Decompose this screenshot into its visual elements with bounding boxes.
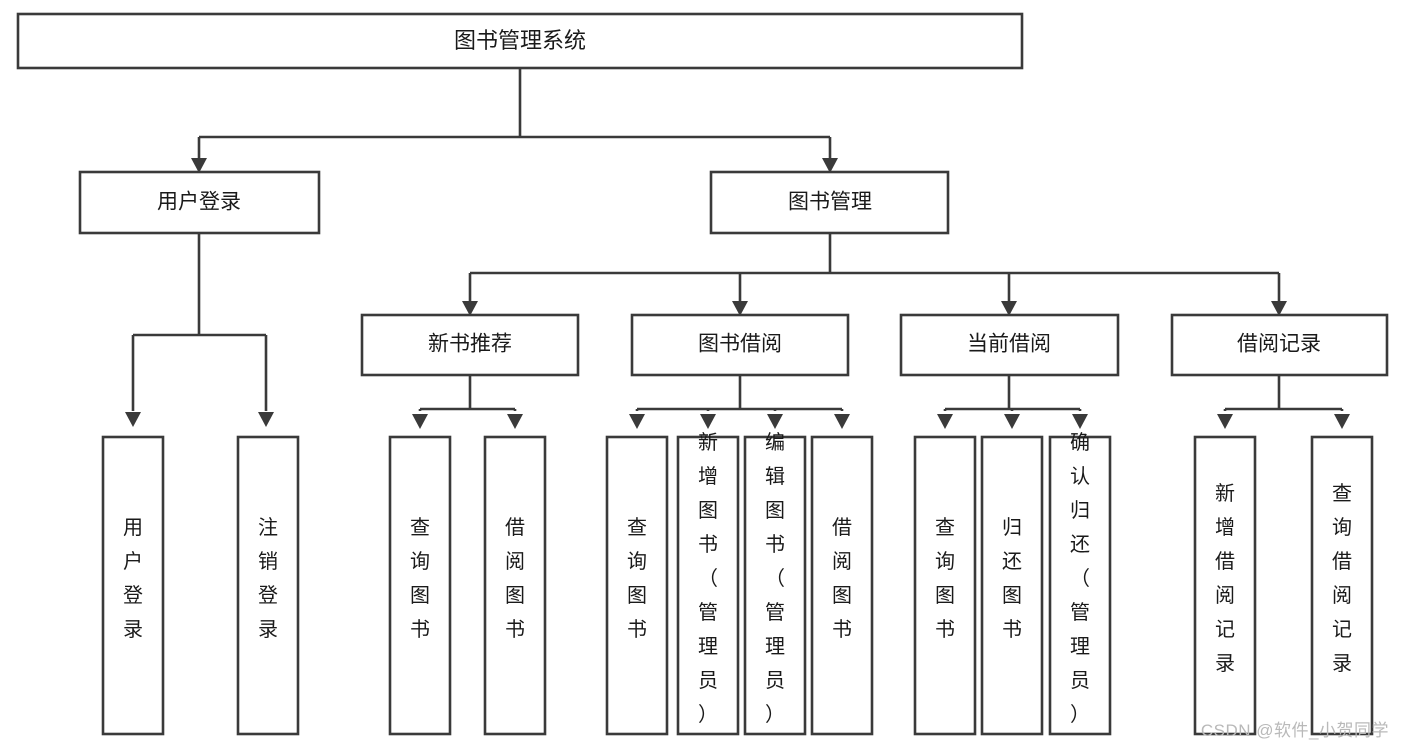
node-new-book-recommend-label: 新书推荐 [428,333,512,356]
leaf-book-borrow-4[interactable]: 借阅图书 [810,435,874,736]
node-borrow-record[interactable]: 借阅记录 [1170,313,1389,377]
leaf-borrow-record-2-label: 查询借阅记录 [1332,482,1352,675]
arrow-g3-4 [834,414,850,429]
leaf-borrow-record-2-box[interactable] [1310,435,1374,736]
arrow-g3-3 [767,414,783,429]
leaf-book-borrow-1-box[interactable] [605,435,669,736]
node-user-login-label: 用户登录 [157,191,241,214]
leaf-book-borrow-3[interactable]: 编辑图书（管理员） [743,431,807,736]
node-book-manage[interactable]: 图书管理 [709,170,950,235]
node-user-login[interactable]: 用户登录 [78,170,321,235]
leaf-current-borrow-2-box[interactable] [980,435,1044,736]
arrow-g2-1 [412,414,428,429]
arrow-g3-1 [629,414,645,429]
leaf-current-borrow-2-label: 归还图书 [1002,516,1022,641]
leaf-current-borrow-3[interactable]: 确认归还（管理员） [1048,431,1112,736]
leaf-current-borrow-3-box[interactable] [1048,435,1112,736]
node-root-box[interactable] [16,12,1024,70]
arrow-leaf-1 [125,412,141,427]
leaf-borrow-record-2[interactable]: 查询借阅记录 [1310,435,1374,736]
node-borrow-record-box[interactable] [1170,313,1389,377]
edge-layer [125,68,1350,429]
node-root-label: 图书管理系统 [454,28,586,53]
leaf-book-borrow-1-label: 查询图书 [627,516,647,641]
arrow-g5-2 [1334,414,1350,429]
leaf-current-borrow-2[interactable]: 归还图书 [980,435,1044,736]
leaf-book-borrow-2[interactable]: 新增图书（管理员） [676,431,740,736]
arrow-g4-2 [1004,414,1020,429]
leaf-current-borrow-1[interactable]: 查询图书 [913,435,977,736]
arrow-g5-1 [1217,414,1233,429]
leaf-user-login-2[interactable]: 注销登录 [236,435,300,736]
leaf-user-login-1-label: 用户登录 [123,517,143,641]
arrow-g3-2 [700,414,716,429]
leaf-book-borrow-3-box[interactable] [743,435,807,736]
leaf-new-book-2-label: 借阅图书 [505,516,525,641]
leaf-borrow-record-1-box[interactable] [1193,435,1257,736]
node-book-borrow-label: 图书借阅 [698,333,782,356]
node-book-borrow-box[interactable] [630,313,850,377]
node-book-borrow[interactable]: 图书借阅 [630,313,850,377]
node-current-borrow[interactable]: 当前借阅 [899,313,1120,377]
leaf-new-book-2[interactable]: 借阅图书 [483,435,547,736]
arrow-leaf-2 [258,412,274,427]
leaf-book-borrow-4-box[interactable] [810,435,874,736]
leaf-book-borrow-4-label: 借阅图书 [832,516,852,641]
leaf-book-borrow-2-label: 新增图书（管理员） [698,431,718,726]
leaf-new-book-1-label: 查询图书 [410,516,430,641]
node-borrow-record-label: 借阅记录 [1237,333,1321,356]
leaf-new-book-2-box[interactable] [483,435,547,736]
leaf-book-borrow-3-label: 编辑图书（管理员） [765,431,785,726]
node-new-book-recommend-box[interactable] [360,313,580,377]
arrow-g4-3 [1072,414,1088,429]
leaf-book-borrow-2-box[interactable] [676,435,740,736]
leaf-user-login-1-box[interactable] [101,435,165,736]
node-book-manage-box[interactable] [709,170,950,235]
leaf-current-borrow-1-box[interactable] [913,435,977,736]
leaf-layer: 用户登录 注销登录 查询图书 借阅图书 查询图书 新增图书（管理员） 编辑图书（… [101,431,1374,736]
node-current-borrow-box[interactable] [899,313,1120,377]
leaf-new-book-1[interactable]: 查询图书 [388,435,452,736]
leaf-current-borrow-3-label: 确认归还（管理员） [1070,431,1090,726]
arrow-g4-1 [937,414,953,429]
leaf-book-borrow-1[interactable]: 查询图书 [605,435,669,736]
leaf-user-login-2-label: 注销登录 [258,516,278,641]
node-new-book-recommend[interactable]: 新书推荐 [360,313,580,377]
node-current-borrow-label: 当前借阅 [967,333,1051,356]
arrow-g2-2 [507,414,523,429]
node-book-manage-label: 图书管理 [788,191,872,214]
leaf-user-login-2-box[interactable] [236,435,300,736]
leaf-new-book-1-box[interactable] [388,435,452,736]
node-user-login-box[interactable] [78,170,321,235]
leaf-borrow-record-1[interactable]: 新增借阅记录 [1193,435,1257,736]
leaf-borrow-record-1-label: 新增借阅记录 [1215,482,1235,675]
node-root[interactable]: 图书管理系统 [16,12,1024,70]
leaf-current-borrow-1-label: 查询图书 [935,516,955,641]
leaf-user-login-1[interactable]: 用户登录 [101,435,165,736]
